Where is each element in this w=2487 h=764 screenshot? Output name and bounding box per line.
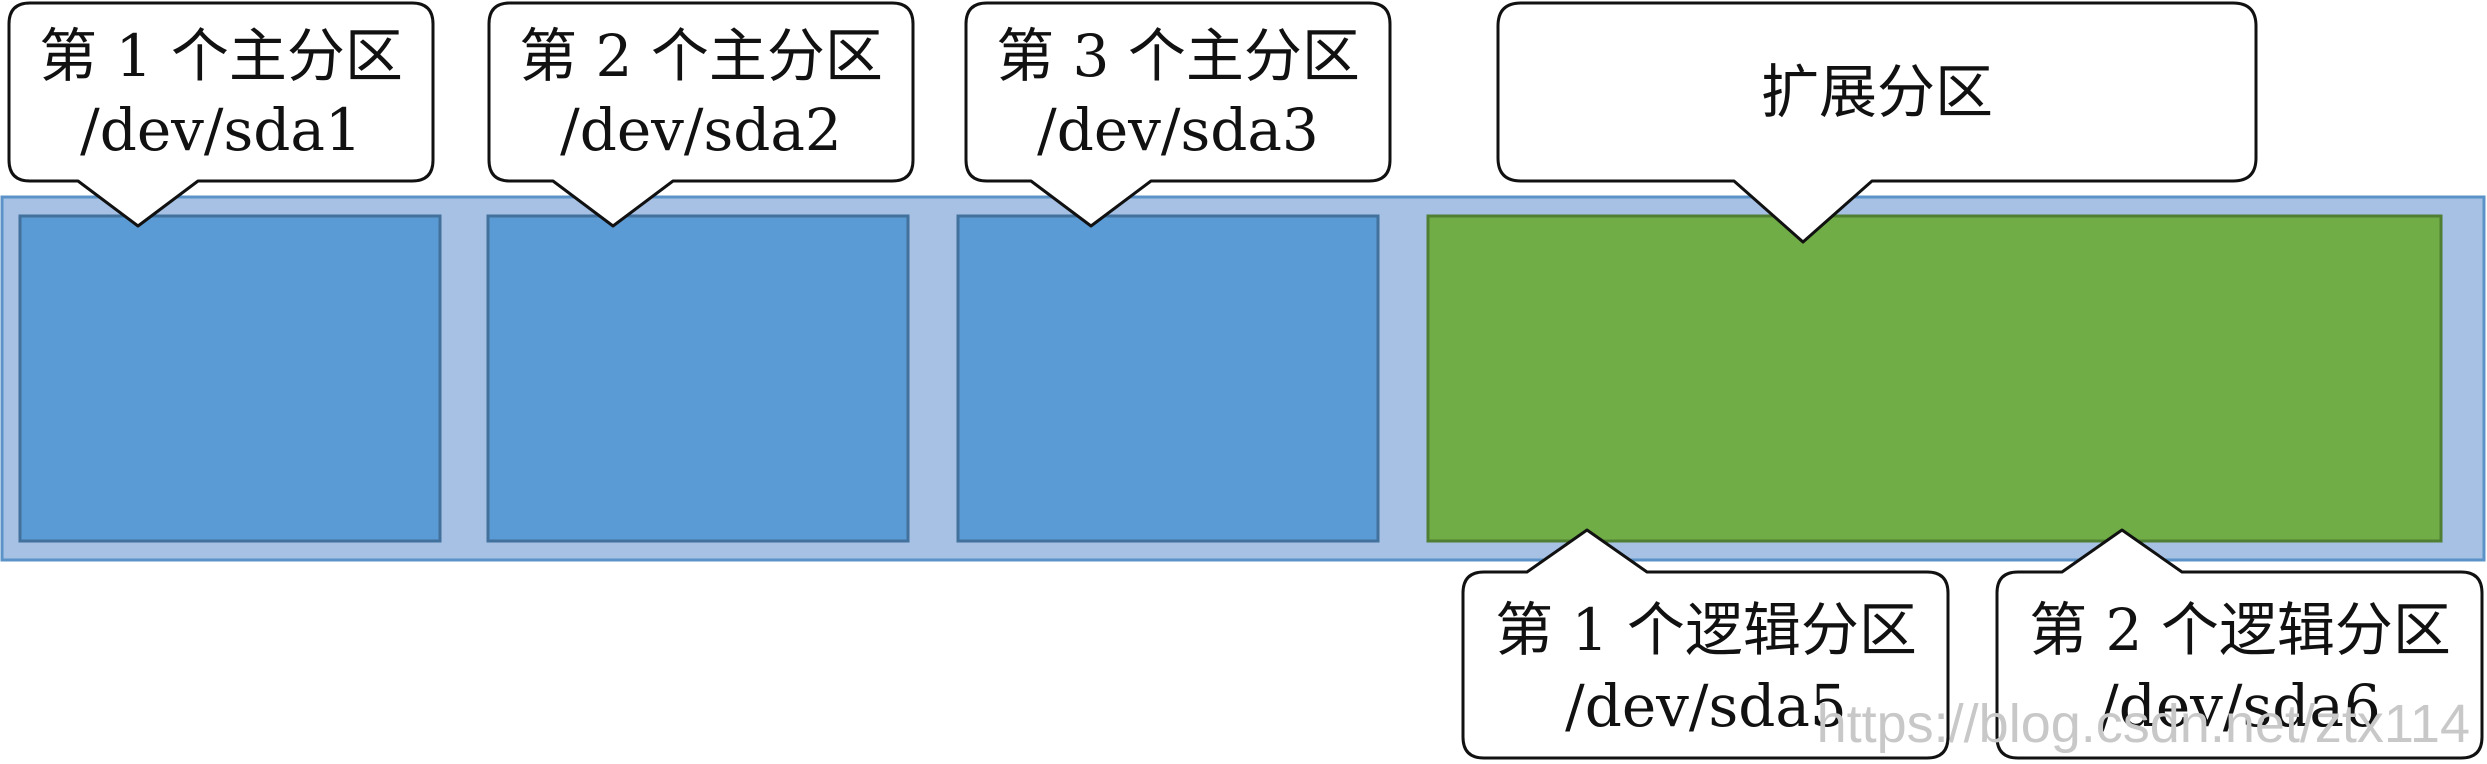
primary-partition-3-name: 第 3 个主分区: [996, 22, 1360, 90]
primary-partition-3-callout: [964, 1, 1392, 228]
primary-partition-1-device: /dev/sda1: [80, 96, 362, 164]
extended-partition-block: [1426, 214, 2443, 543]
primary-partition-1-block: [18, 214, 442, 543]
logical-partition-2-name: 第 2 个逻辑分区: [2029, 596, 2451, 664]
logical-partition-2-device: /dev/sda6: [2099, 672, 2381, 740]
logical-partition-1-callout: [1461, 528, 1950, 760]
primary-partition-2-name: 第 2 个主分区: [519, 22, 883, 90]
primary-partition-1-callout: [7, 1, 435, 228]
extended-partition-name: 扩展分区: [1761, 58, 1993, 126]
primary-partition-2-callout: [487, 1, 915, 228]
primary-partition-2-block: [486, 214, 910, 543]
primary-partition-1-name: 第 1 个主分区: [39, 22, 403, 90]
primary-partition-3-device: /dev/sda3: [1037, 96, 1319, 164]
primary-partition-2-device: /dev/sda2: [560, 96, 842, 164]
extended-partition-callout: [1496, 1, 2258, 244]
watermark: https://blog.csdn.net/ztx114: [1817, 694, 2470, 754]
logical-partition-1-device: /dev/sda5: [1565, 672, 1847, 740]
logical-partition-2-callout: [1995, 528, 2484, 760]
primary-partition-3-block: [956, 214, 1380, 543]
logical-partition-1-name: 第 1 个逻辑分区: [1495, 596, 1917, 664]
